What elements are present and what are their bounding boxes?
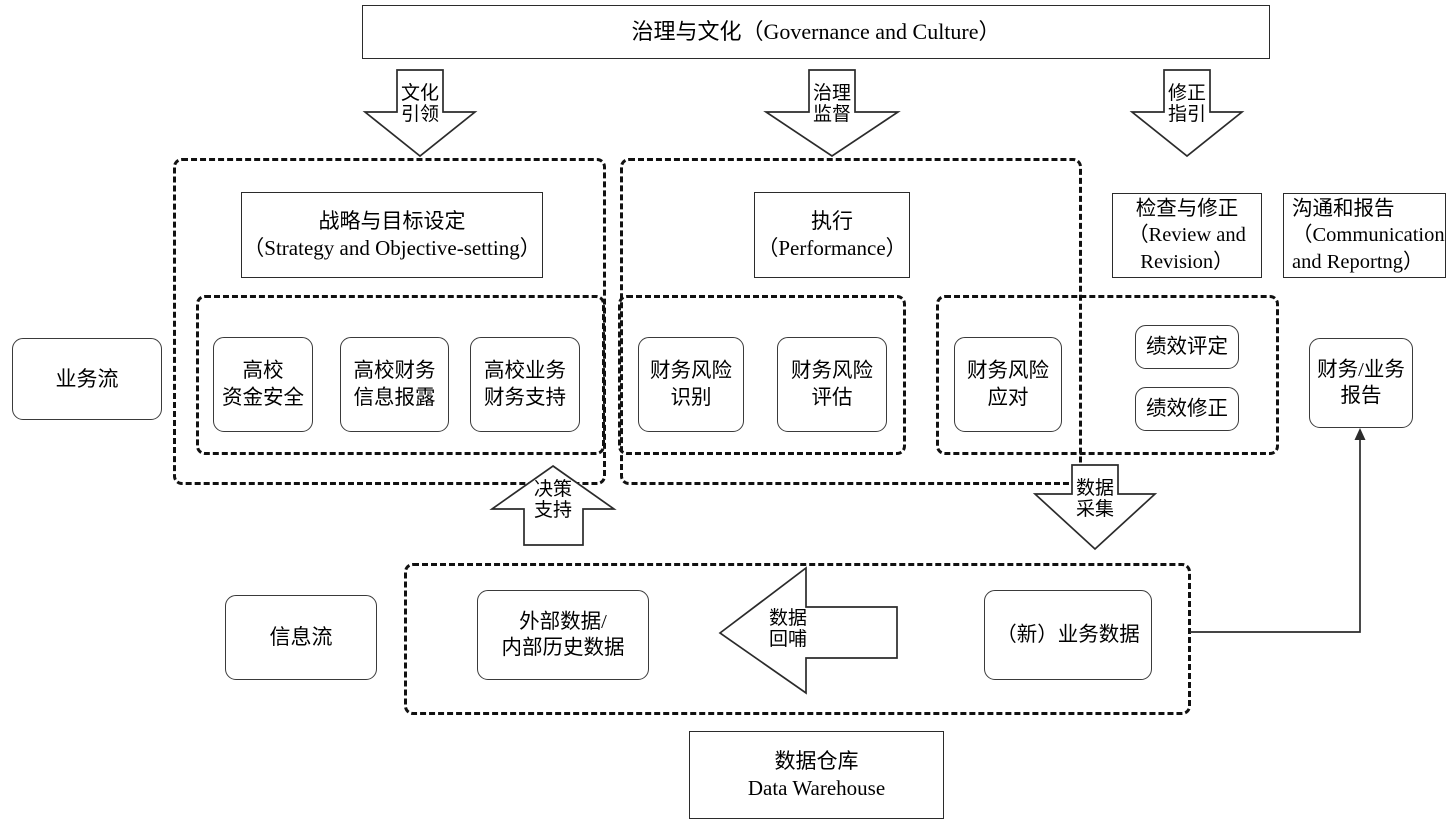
performance-evaluation-node: 绩效评定 [1135,325,1239,369]
data-warehouse-box: 数据仓库 Data Warehouse [689,731,944,819]
performance-box: 执行 （Performance） [754,192,910,278]
performance-revision-node: 绩效修正 [1135,387,1239,431]
data-layer-container [404,563,1191,715]
university-fund-safety-node: 高校 资金安全 [213,337,313,432]
external-internal-historical-data-node: 外部数据/ 内部历史数据 [477,590,649,680]
governance-culture-title-box: 治理与文化（Governance and Culture） [362,5,1270,59]
report-arrowhead [1354,428,1366,440]
university-business-finance-support-node: 高校业务 财务支持 [470,337,580,432]
data-feedback-arrow-label: 数据 回哺 [768,608,807,651]
governance-supervision-arrow-label: 治理 监督 [812,83,851,126]
financial-risk-response-node: 财务风险 应对 [954,337,1062,432]
business-data-to-report-connector [1190,428,1366,633]
decision-support-arrow-label: 决策 支持 [533,479,572,522]
finance-business-report-node: 财务/业务 报告 [1309,338,1413,428]
data-collection-arrow-label: 数据 采集 [1075,478,1114,521]
information-flow-box: 信息流 [225,595,377,680]
culture-leading-arrow-label: 文化 引领 [400,83,439,126]
financial-risk-assessment-node: 财务风险 评估 [777,337,887,432]
university-finance-disclosure-node: 高校财务 信息报露 [340,337,449,432]
financial-risk-identification-node: 财务风险 识别 [638,337,744,432]
review-items-container [936,295,1279,455]
new-business-data-node: （新）业务数据 [984,590,1152,680]
review-revision-box: 检查与修正 （Review and Revision） [1112,193,1262,278]
business-flow-box: 业务流 [12,338,162,420]
strategy-objective-setting-box: 战略与目标设定 （Strategy and Objective-setting） [241,192,543,278]
communication-reporting-box: 沟通和报告 （Communication， and Reportng） [1283,193,1446,278]
performance-items-container [618,295,906,455]
strategy-items-container [196,295,605,455]
performance-group-container [620,158,1082,485]
revision-guidance-arrow-label: 修正 指引 [1167,83,1206,126]
